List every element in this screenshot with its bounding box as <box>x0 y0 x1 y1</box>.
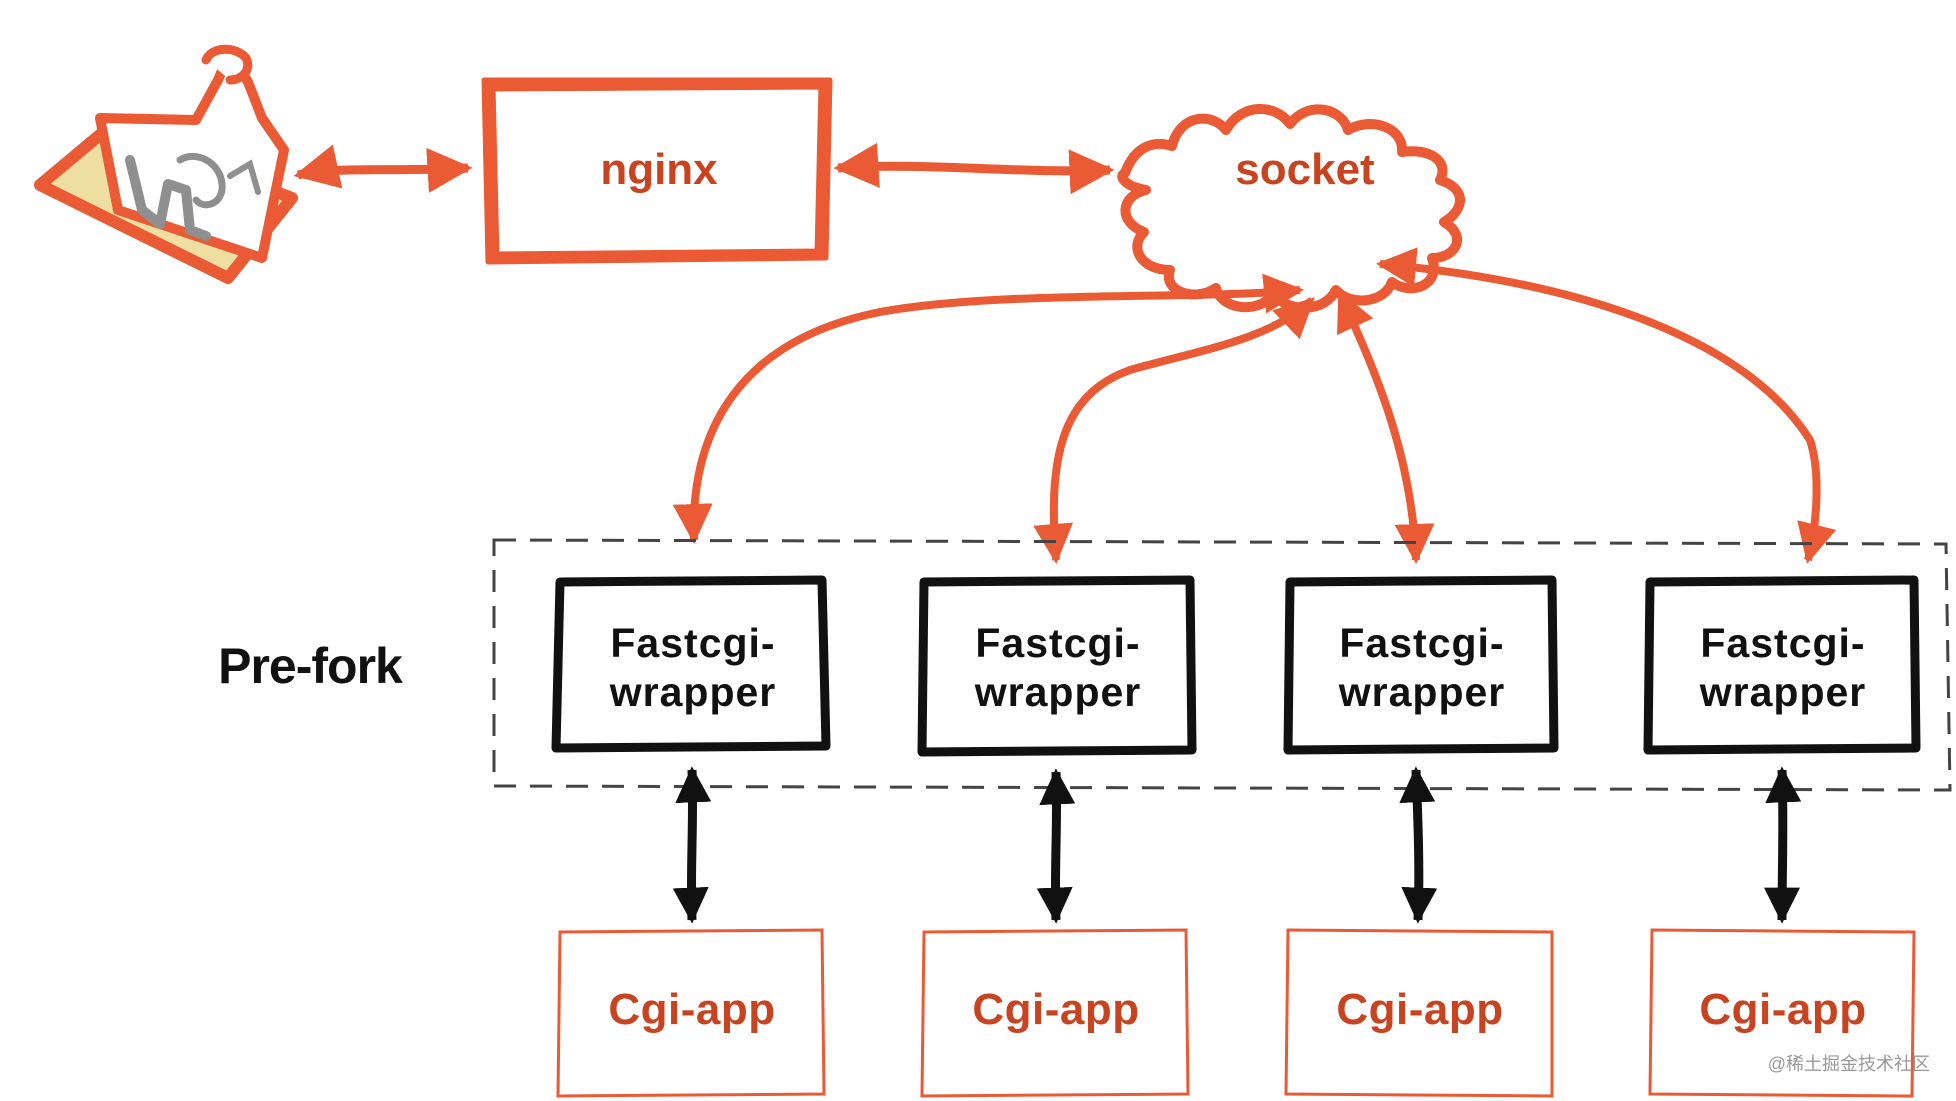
app-label-2: Cgi-app <box>972 984 1140 1034</box>
wrapper-box-3 <box>1283 575 1559 755</box>
prefork-label: Pre-fork <box>218 638 403 694</box>
arrow-nginx-socket <box>833 142 1115 195</box>
wrapper-label-line2: wrapper <box>1338 669 1506 715</box>
arrow-socket-wrapper-4 <box>1376 247 1837 564</box>
arrow-socket-wrapper-1 <box>672 273 1304 544</box>
arrow-wrapper-app-4 <box>1764 766 1802 924</box>
arrow-laptop-nginx <box>293 144 473 193</box>
arrow-wrapper-app-3 <box>1399 766 1438 924</box>
nginx-box <box>481 77 833 265</box>
wrapper-box-1 <box>551 575 831 753</box>
wrapper-label-line2: wrapper <box>1699 669 1867 715</box>
arrow-socket-wrapper-3 <box>1336 290 1435 564</box>
wrapper-label-2: Fastcgi- wrapper <box>924 608 1192 728</box>
wrapper-box-4 <box>1643 575 1921 755</box>
app-box-1 <box>556 928 826 1098</box>
wrapper-label-3: Fastcgi- wrapper <box>1290 608 1554 728</box>
arrow-socket-wrapper-2 <box>1033 297 1315 564</box>
app-box-2 <box>920 928 1190 1098</box>
prefork-group <box>492 538 1952 792</box>
socket-label: socket <box>1235 144 1375 194</box>
arrow-wrapper-app-2 <box>1036 768 1076 924</box>
app-label-4: Cgi-app <box>1699 984 1867 1034</box>
wrapper-label-1: Fastcgi- wrapper <box>560 608 826 728</box>
app-box-4 <box>1648 928 1916 1098</box>
wrapper-label-line1: Fastcgi- <box>975 619 1141 666</box>
app-box-3 <box>1284 928 1554 1098</box>
laptop-icon <box>34 44 298 284</box>
app-label-3: Cgi-app <box>1336 984 1504 1034</box>
wrapper-label-line1: Fastcgi- <box>1700 619 1866 666</box>
wrapper-label-line2: wrapper <box>609 669 777 715</box>
arrow-wrapper-app-1 <box>672 766 712 924</box>
wrapper-label-line2: wrapper <box>974 669 1142 715</box>
wrapper-box-2 <box>917 575 1197 757</box>
wrapper-label-4: Fastcgi- wrapper <box>1650 608 1916 728</box>
app-label-1: Cgi-app <box>608 984 776 1034</box>
wrapper-label-line1: Fastcgi- <box>610 619 776 666</box>
watermark: @稀土掘金技术社区 <box>1767 1054 1930 1075</box>
nginx-label: nginx <box>600 144 718 194</box>
wrapper-label-line1: Fastcgi- <box>1339 619 1505 666</box>
